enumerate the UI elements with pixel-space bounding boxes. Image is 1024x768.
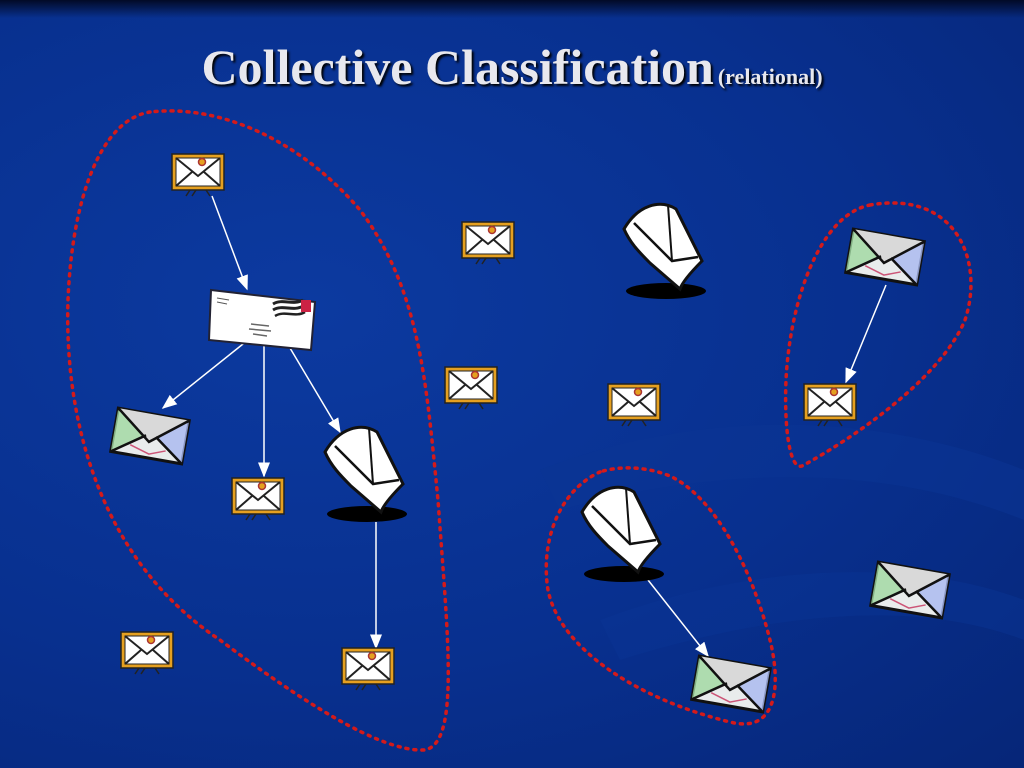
framed-envelope-icon [444, 366, 498, 410]
cluster-outline-bottom [544, 466, 777, 726]
title-main: Collective Classification [201, 39, 714, 95]
tilted-envelope-icon [690, 654, 772, 714]
framed-envelope-icon [120, 631, 174, 675]
slide-title: Collective Classification (relational) [0, 38, 1024, 96]
arrow-env1-to-letter [211, 195, 248, 291]
framed-envelope-icon [171, 153, 225, 197]
framed-envelope-icon [803, 383, 857, 427]
tilted-envelope-icon [869, 560, 951, 620]
title-subtitle: (relational) [717, 64, 823, 89]
stamped-letter-icon [207, 288, 317, 352]
framed-envelope-icon [341, 647, 395, 691]
framed-envelope-icon [461, 221, 515, 265]
tilted-envelope-icon [844, 227, 926, 287]
arrow-tilted-to-env [845, 284, 887, 384]
arrow-letter-to-wave [289, 347, 341, 434]
framed-envelope-icon [231, 477, 285, 521]
cluster-outline-left [65, 109, 450, 752]
arrow-wave-to-tilted [647, 579, 709, 658]
waving-envelope-icon [622, 202, 708, 301]
tilted-envelope-icon [109, 406, 191, 466]
framed-envelope-icon [607, 383, 661, 427]
cluster-outline-right [783, 201, 973, 468]
waving-envelope-icon [323, 425, 409, 524]
arrow-letter-to-tilted [161, 339, 249, 409]
waving-envelope-icon [580, 485, 666, 584]
top-band [0, 0, 1024, 18]
